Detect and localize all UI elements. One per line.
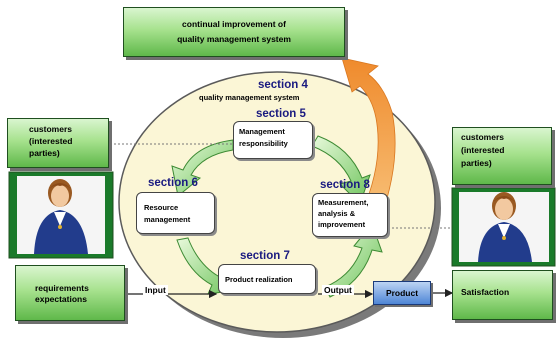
management-responsibility-box: Management responsibility [233, 121, 313, 159]
section-8-title: section 8 [320, 179, 370, 191]
customer-left-picture [8, 171, 114, 259]
product-label: Product [385, 288, 419, 298]
satisfaction-box: Satisfaction [452, 270, 553, 320]
cycle-arrow-top-left [171, 139, 234, 197]
requirements-expectations-label: requirements expectations [35, 283, 89, 304]
management-responsibility-label: Management responsibility [239, 127, 288, 148]
input-label: Input [143, 285, 168, 295]
customer-person-icon [478, 192, 532, 262]
resource-management-label: Resource management [144, 203, 191, 224]
section-5-title: section 5 [256, 108, 306, 120]
product-box: Product [373, 281, 431, 305]
requirements-expectations-box: requirements expectations [15, 265, 125, 321]
measurement-analysis-box: Measurement, analysis & improvement [312, 193, 388, 237]
section-6-title: section 6 [148, 177, 198, 189]
right-customers-label: customers (interested parties) [461, 132, 505, 168]
left-customers-label: customers (interested parties) [29, 124, 73, 158]
product-realization-box: Product realization [218, 264, 316, 294]
resource-management-box: Resource management [136, 192, 215, 234]
continual-improvement-arrow [341, 57, 396, 221]
customer-person-icon [34, 179, 88, 254]
section-4-subtitle: quality management system [199, 93, 300, 102]
product-realization-label: Product realization [225, 274, 293, 284]
measurement-analysis-label: Measurement, analysis & improvement [318, 198, 369, 229]
satisfaction-label: Satisfaction [461, 287, 510, 297]
left-customers-box: customers (interested parties) [7, 118, 109, 168]
continual-improvement-box: continual improvement of quality managem… [123, 7, 345, 57]
section-7-title: section 7 [240, 250, 290, 262]
right-customers-box: customers (interested parties) [452, 127, 552, 185]
continual-improvement-label: continual improvement of quality managem… [177, 19, 291, 44]
output-label: Output [322, 285, 354, 295]
customer-right-picture [451, 187, 556, 267]
section-4-title: section 4 [258, 79, 308, 91]
